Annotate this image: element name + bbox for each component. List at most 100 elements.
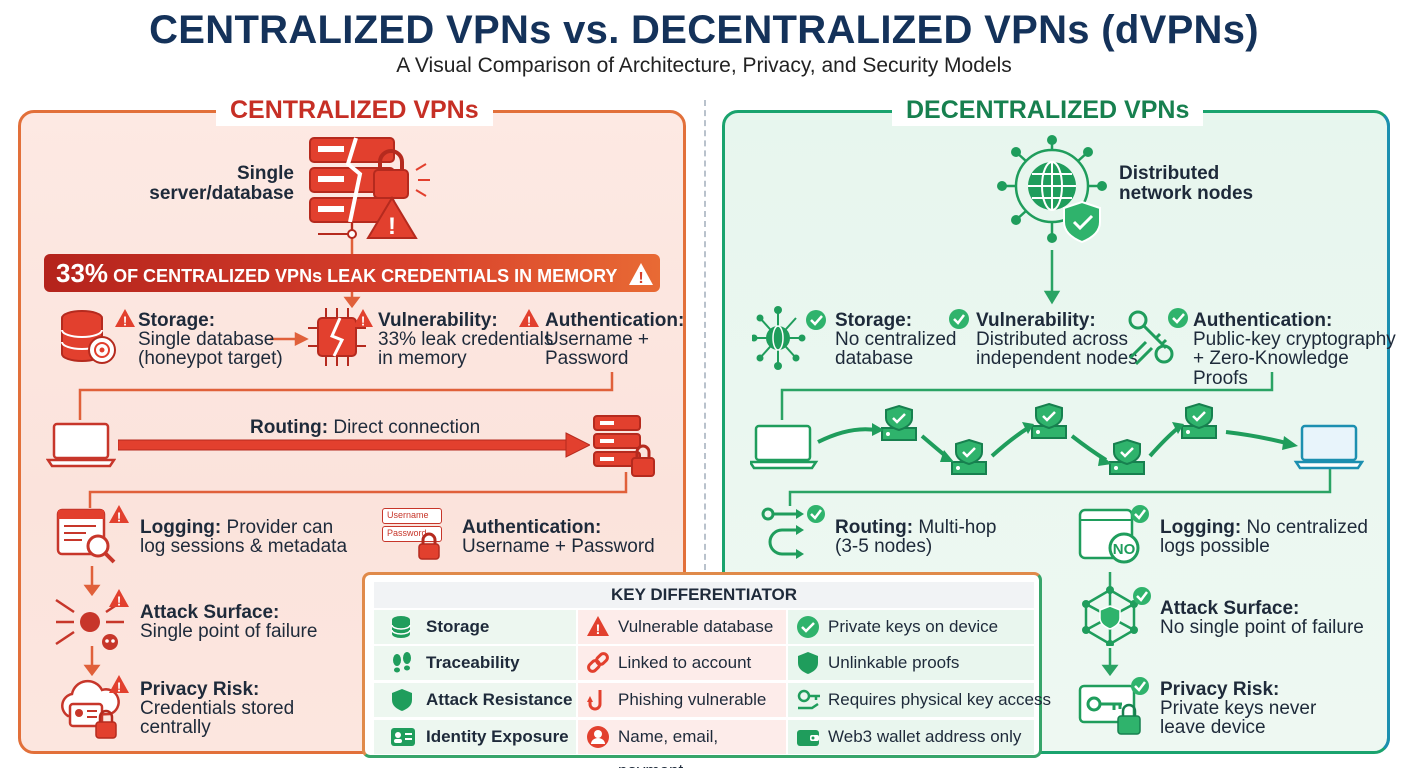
drouting-line1-wrap: Routing: Multi-hop: [835, 518, 997, 538]
decentralized-title: DECENTRALIZED VPNs: [892, 94, 1204, 126]
drouting-line1: Multi-hop: [918, 517, 997, 538]
routing-title: Routing:: [250, 417, 329, 438]
warning-icon: !: [629, 263, 654, 287]
dprivacy-title: Privacy Risk:: [1160, 679, 1280, 700]
logging-line2: log sessions & metadata: [140, 536, 348, 557]
centralized-cell: Linked to account: [578, 646, 786, 680]
privacy-line2: centrally: [140, 717, 211, 738]
network-globe-shield-icon: [997, 135, 1107, 244]
leak-stat-banner: 33% OF CENTRALIZED VPNs LEAK CREDENTIALS…: [44, 254, 660, 292]
decentralized-cell: Private keys on device: [788, 610, 1034, 644]
broken-server-icon: !: [309, 137, 430, 240]
dvulnerability-line2: independent nodes: [976, 348, 1138, 369]
distributed-globe-icon: [752, 306, 826, 370]
authentication-warning-icon: !: [519, 309, 539, 329]
warning-icon: !: [587, 616, 609, 637]
dstorage-line1: No centralized: [835, 329, 957, 350]
broken-chip-icon: [308, 308, 366, 366]
centralized-value: Phishing vulnerable: [618, 690, 767, 709]
feature-label: Identity Exposure: [426, 727, 569, 746]
database-target-icon: [61, 310, 116, 364]
feature-cell: Identity Exposure: [374, 720, 576, 754]
authentication-line2: Password: [545, 348, 629, 369]
vulnerability-line2: in memory: [378, 348, 467, 369]
logging-warning-icon: !: [109, 505, 129, 525]
device-key-lock-icon: [1078, 677, 1149, 735]
feature-cell: Attack Resistance: [374, 683, 576, 717]
database-icon: [391, 616, 411, 638]
svg-text:!: !: [527, 314, 531, 329]
decentralized-cell: Requires physical key access: [788, 683, 1051, 717]
svg-text:!: !: [596, 621, 601, 637]
vulnerability-check-icon: [949, 309, 969, 329]
dattack-title: Attack Surface:: [1160, 598, 1300, 619]
dlogging-title: Logging:: [1160, 517, 1242, 538]
direct-route-arrow: [118, 432, 590, 458]
key-differentiator-title: KEY DIFFERENTIATOR: [374, 582, 1034, 608]
dauth-title: Authentication:: [1193, 310, 1333, 331]
centralized-cell: ! Vulnerable database: [578, 610, 786, 644]
decentralized-cell: Web3 wallet address only: [788, 720, 1034, 754]
server-label-line1: Single: [236, 163, 294, 184]
dvulnerability-line1: Distributed across: [976, 329, 1129, 350]
decentralized-value: Web3 wallet address only: [828, 727, 1022, 746]
feature-cell: Traceability: [374, 646, 576, 680]
feature-label: Attack Resistance: [426, 690, 573, 709]
vulnerability-line1: 33% leak credentials: [378, 329, 554, 350]
logging-line1: Provider can: [226, 517, 334, 538]
centralized-cell: Phishing vulnerable: [578, 683, 786, 717]
key-chain-icon: [1128, 308, 1188, 366]
wallet-icon: [797, 730, 819, 746]
storage-title: Storage:: [138, 310, 216, 331]
dattack-line1: No single point of failure: [1160, 617, 1364, 638]
dauth-line2: + Zero-Knowledge Proofs: [1193, 348, 1349, 389]
check-circle-icon: [797, 616, 819, 638]
dlogging-line1: No centralized: [1246, 517, 1368, 538]
routing-label: Routing: Direct connection: [250, 418, 480, 438]
dprivacy-line2: leave device: [1160, 717, 1266, 738]
nodes-label-line1: Distributed: [1119, 163, 1220, 184]
log-magnifier-icon: [56, 508, 116, 564]
cloud-id-lock-icon: [61, 679, 120, 739]
page-subtitle: A Visual Comparison of Architecture, Pri…: [396, 54, 1012, 77]
feature-label: Traceability: [426, 653, 520, 672]
dstorage-line2: database: [835, 348, 914, 369]
drouting-line2: (3-5 nodes): [835, 536, 933, 557]
dauth-line1: Public-key cryptography: [1193, 329, 1396, 350]
dprivacy-line1: Private keys never: [1160, 698, 1317, 719]
centralized-value: Name, email, payment: [618, 727, 719, 768]
svg-text:!: !: [388, 213, 396, 240]
user-avatar-icon: [587, 726, 609, 748]
banner-stat: 33%: [56, 258, 109, 288]
svg-text:!: !: [361, 314, 365, 329]
chain-link-icon: [587, 652, 609, 673]
svg-text:!: !: [117, 510, 121, 525]
table-row: Storage ! Vulnerable database Private ke…: [374, 610, 1034, 644]
password-field-icon: Password: [382, 526, 442, 542]
svg-text:!: !: [117, 594, 121, 609]
storage-line1: Single database: [138, 329, 275, 350]
svg-text:!: !: [117, 680, 121, 695]
auth2-title: Authentication:: [462, 517, 602, 538]
table-row: Identity Exposure Name, email, payment W…: [374, 720, 1034, 768]
shield-icon: [798, 652, 818, 674]
nodes-label-line2: network nodes: [1119, 183, 1254, 204]
privacy-warning-icon: !: [109, 675, 129, 695]
username-field-icon: Username: [382, 508, 442, 524]
vulnerability-title: Vulnerability:: [378, 310, 498, 331]
feature-label: Storage: [426, 617, 490, 636]
dlogging-line1-wrap: Logging: No centralized: [1160, 518, 1368, 538]
multihop-route-diagram: [750, 402, 1364, 476]
centralized-value: Vulnerable database: [618, 617, 774, 636]
dstorage-title: Storage:: [835, 310, 913, 331]
dvulnerability-title: Vulnerability:: [976, 310, 1096, 331]
logging-line1-wrap: Logging: Provider can: [140, 518, 333, 538]
table-row: Traceability Linked to account Unlinkabl…: [374, 646, 1034, 680]
shield-icon: [392, 689, 412, 711]
routing-text: Direct connection: [333, 417, 481, 438]
svg-text:!: !: [638, 270, 643, 286]
table-row: Attack Resistance Phishing vulnerable Re…: [374, 683, 1051, 717]
fishhook-icon: [587, 690, 602, 711]
decentralized-value: Private keys on device: [828, 617, 999, 636]
